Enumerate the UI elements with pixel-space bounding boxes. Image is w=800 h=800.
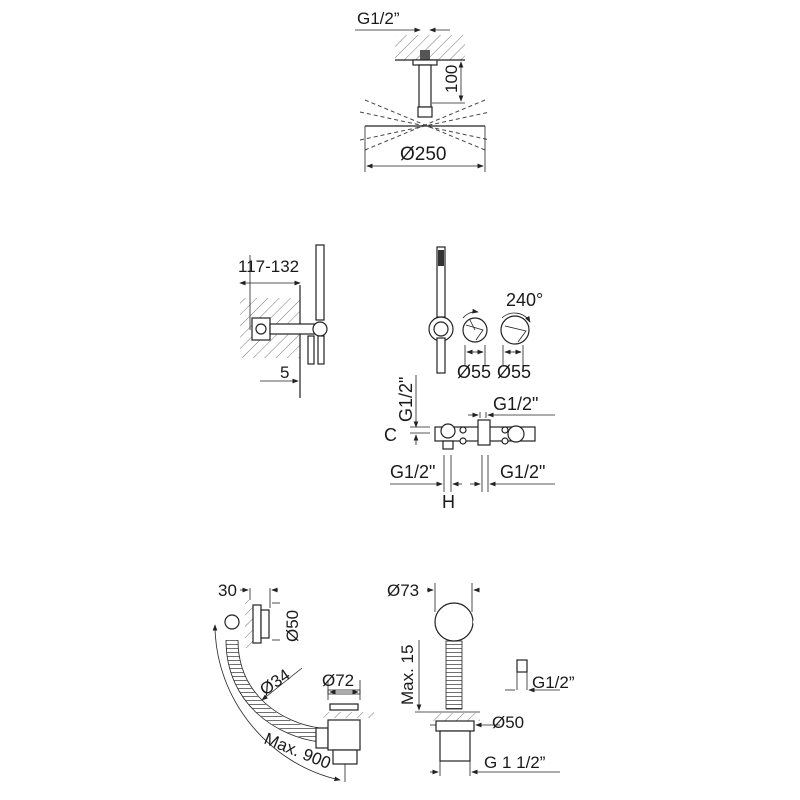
bath-mixer-top-drawing: G1/2" G1/2" C G1/2" G1/2" H: [384, 375, 555, 512]
head-diameter-label: Ø250: [400, 144, 446, 165]
wall-offset-label: 5: [280, 363, 289, 382]
body-diameter-label: Ø73: [387, 581, 419, 600]
hose-diameter-label: Ø34: [256, 665, 293, 699]
plate-diameter-label: Ø50: [283, 610, 302, 642]
base-diameter-label: Ø50: [492, 713, 524, 732]
rotation-label: 240°: [506, 290, 543, 310]
plug: [329, 703, 359, 711]
bath-filler-drawing: Ø73 Max. 15 G1/2” Ø50 G 1 1/2”: [387, 581, 575, 776]
bath-mixer-front-drawing: 240° Ø55 Ø55: [428, 246, 543, 382]
inlet-thread-label: G1/2”: [532, 673, 575, 692]
plug-diameter-label: Ø72: [322, 671, 354, 690]
right-thread-label: G1/2": [500, 462, 545, 482]
h-label: H: [442, 492, 455, 512]
vertical-thread-label: G1/2": [396, 377, 416, 422]
max-height-label: Max. 15: [398, 645, 417, 705]
ceiling-thread-label: G1/2”: [357, 9, 400, 28]
depth-range-label: 117-132: [238, 257, 299, 276]
wall-outlet-drawing: 117-132 5: [238, 244, 328, 398]
plate-depth-label: 30: [218, 581, 237, 600]
waste-overflow-drawing: 30 Ø50 Ø34 Ø72 Max. 900: [212, 581, 374, 782]
right-handle: [500, 315, 530, 345]
filler-body: [434, 602, 474, 642]
c-label: C: [384, 425, 397, 445]
ceiling-shower-drawing: G1/2” 100 Ø250: [355, 9, 491, 172]
filler-hose: [445, 640, 463, 710]
handle-left-diameter-label: Ø55: [457, 362, 491, 382]
hand-shower: [315, 244, 325, 321]
arm-length-label: 100: [442, 65, 461, 93]
handle-right-diameter-label: Ø55: [497, 362, 531, 382]
top-thread-label: G1/2": [493, 394, 538, 414]
shower-arm: [418, 64, 432, 108]
left-thread-label: G1/2": [390, 462, 435, 482]
outlet-thread-label: G 1 1/2”: [484, 753, 546, 772]
